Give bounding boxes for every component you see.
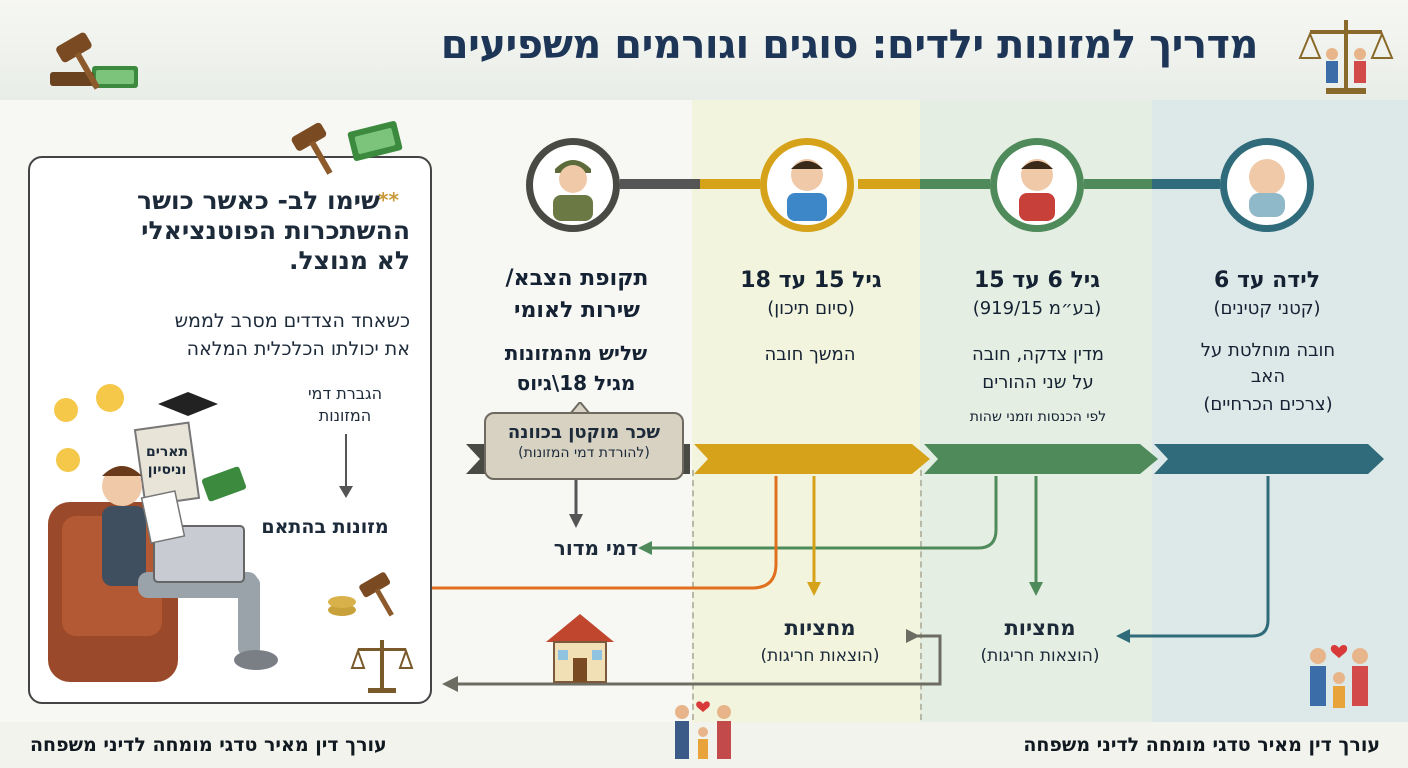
reduced-salary-line1: שכר מוקטן בכוונה: [507, 422, 661, 443]
stage-desc-6-15-3: לפי הכנסות וזמני שהות: [969, 409, 1107, 425]
half-expenses-sub-mid: (הוצאות חריגות): [760, 646, 880, 666]
flow-arrow: [430, 476, 778, 590]
housing-label: דמי מדור: [553, 536, 638, 560]
stage-title-15-18: גיל 15 עד 18: [740, 268, 882, 293]
callout-heading-1: שימו לב- כאשר כושר: [137, 186, 380, 215]
stage-title-6-15: גיל 6 עד 15: [973, 268, 1101, 293]
callout-result: מזונות בהתאם: [261, 516, 389, 538]
child-icon: [1019, 159, 1055, 221]
flow-arrow: [1130, 476, 1270, 638]
half-expenses-label-right: מחציות: [1004, 616, 1076, 640]
flow-arrowhead: [442, 676, 458, 692]
band-divider: [692, 470, 694, 720]
callout-stars: **: [378, 188, 399, 212]
stage-subtitle-15-18: (סיום תיכון): [767, 298, 855, 319]
flow-arrowhead: [1116, 629, 1130, 643]
stage-desc-army-2: מגיל 18\גיוס: [516, 371, 636, 395]
page-title: מדריך למזונות ילדים: סוגים וגורמים משפיע…: [440, 22, 1259, 68]
half-expenses-label-mid: מחציות: [784, 616, 856, 640]
box-pointer: [570, 402, 590, 414]
baby-icon: [1249, 159, 1285, 217]
flow-arrow: [652, 476, 998, 550]
family-icon: [1310, 645, 1368, 708]
half-expenses-sub-right: (הוצאות חריגות): [980, 646, 1100, 666]
reduced-salary-line2: (להורדת דמי המזונות): [518, 445, 650, 461]
gavel-money-icon: [50, 32, 138, 90]
footer-family-icon: [675, 701, 731, 759]
flow-arrowhead: [807, 582, 821, 596]
arrow-bar-birth-6: [1154, 444, 1384, 474]
stage-circle-army: [526, 138, 620, 232]
callout-body-2: את יכולתו הכלכלית המלאה: [186, 338, 410, 360]
gavel-money-icon: [291, 121, 403, 175]
scales-icon: [350, 640, 414, 693]
footer-credit-left: עורך דין מאיר טדגי מומחה לדיני משפחה: [30, 734, 387, 756]
soldier-icon: [553, 160, 593, 221]
stage-desc-6-15-2: על שני ההורים: [982, 372, 1094, 393]
degree-label-2: וניסיון: [148, 462, 187, 478]
stage-circle-birth: [1220, 138, 1314, 232]
flow-arrowhead: [906, 629, 920, 643]
timeline-svg: [416, 179, 1384, 692]
teen-icon: [787, 159, 827, 221]
stage-circle-6-15: [990, 138, 1084, 232]
degree-label-1: תארים: [146, 444, 188, 460]
arrow-bar-6-15: [924, 444, 1158, 474]
callout-increase-2: המזונות: [318, 406, 372, 425]
flow-arrowhead: [638, 541, 652, 555]
stage-title-army-2: שירות לאומי: [514, 298, 640, 323]
callout-increase-1: הגברת דמי: [307, 384, 383, 403]
stage-desc-birth-3: (צרכים הכרחיים): [1203, 394, 1333, 415]
scales-family-icon: [1298, 20, 1394, 94]
stage-desc-15-18-1: המשך חובה: [764, 344, 856, 365]
flow-arrowhead: [1029, 582, 1043, 596]
stage-circle-15-18: [760, 138, 854, 232]
footer-credit-right: עורך דין מאיר טדגי מומחה לדיני משפחה: [1023, 734, 1380, 756]
callout-body-1: כשאחד הצדדים מסרב לממש: [174, 310, 410, 332]
reduced-salary-box: שכר מוקטן בכוונה (להורדת דמי המזונות): [484, 412, 684, 480]
callout-heading-2: ההשתכרות הפוטנציאלי: [141, 216, 410, 245]
stage-desc-6-15-1: מדין צדקה, חובה: [971, 344, 1104, 365]
stage-title-army-1: תקופת הצבא/: [505, 266, 649, 291]
stage-desc-birth-2: האב: [1250, 366, 1286, 387]
flow-arrowhead: [569, 514, 583, 528]
stage-desc-birth-1: חובה מוחלטת על: [1200, 340, 1336, 361]
callout-down-arrow: [339, 434, 353, 498]
band-divider: [920, 470, 922, 720]
callout-heading-3: לא מנוצל.: [289, 246, 410, 275]
stage-title-birth: לידה עד 6: [1213, 268, 1321, 293]
stage-subtitle-birth: (קטני קטינים): [1213, 298, 1321, 319]
flow-arrow: [456, 634, 942, 686]
header-bar: [0, 0, 1408, 100]
man-armchair-illustration: תארים וניסיון: [48, 384, 278, 682]
house-icon: [546, 614, 614, 683]
stage-subtitle-6-15: (בע״מ 919/15): [972, 298, 1102, 319]
stage-desc-army-1: שליש מהמזונות: [504, 341, 648, 365]
arrow-bar-15-18: [694, 444, 930, 474]
gavel-coins-icon: [328, 572, 394, 617]
